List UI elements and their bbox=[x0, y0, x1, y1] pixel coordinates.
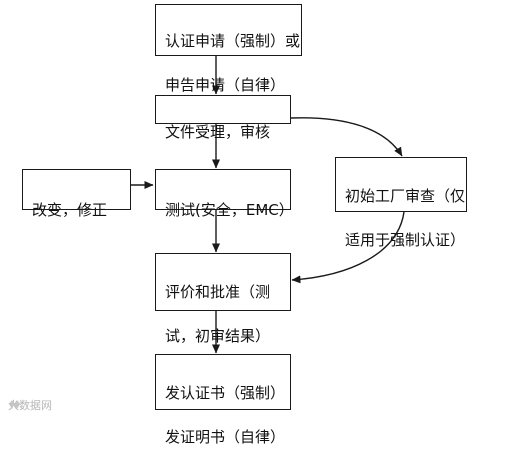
node-factory-inspection-line-2: 适用于强制认证） bbox=[345, 231, 466, 249]
watermark-text: 大数据网 bbox=[8, 399, 52, 412]
node-certificate-issuance-line-1: 发认证书（强制） bbox=[165, 384, 286, 402]
node-factory-inspection-line-1: 初始工厂审查（仅 bbox=[345, 187, 466, 205]
watermark-logo-icon bbox=[9, 400, 20, 409]
arrow-review-to-inspect bbox=[290, 117, 403, 157]
certification-flowchart: 认证申请（强制）或 申告申请（自律） 文件受理，审核 测试(安全，EMC） 改变… bbox=[8, 4, 467, 446]
node-testing-label: 测试(安全，EMC） bbox=[165, 201, 294, 219]
node-evaluation-approval-line-1: 评价和批准（测 bbox=[165, 283, 271, 301]
arrow-inspect-to-evaluate bbox=[291, 211, 405, 284]
node-factory-inspection: 初始工厂审查（仅 适用于强制认证） bbox=[335, 157, 467, 249]
node-document-review-label: 文件受理，审核 bbox=[165, 123, 271, 141]
node-application-line-1: 认证申请（强制）或 bbox=[165, 32, 301, 50]
node-testing: 测试(安全，EMC） bbox=[155, 169, 294, 219]
node-certificate-issuance-line-2: 发证明书（自律） bbox=[165, 428, 286, 446]
flowchart-connectors bbox=[131, 56, 405, 354]
node-document-review: 文件受理，审核 bbox=[155, 95, 291, 141]
node-certificate-issuance: 发认证书（强制） 发证明书（自律） bbox=[155, 354, 291, 446]
watermark: 大数据网 bbox=[8, 399, 52, 413]
node-change-correction-label: 改变，修正 bbox=[32, 201, 108, 219]
node-evaluation-approval: 评价和批准（测 试，初审结果） bbox=[155, 253, 291, 345]
node-application: 认证申请（强制）或 申告申请（自律） bbox=[155, 4, 302, 94]
node-evaluation-approval-line-2: 试，初审结果） bbox=[165, 327, 271, 345]
node-application-line-2: 申告申请（自律） bbox=[165, 76, 286, 94]
node-change-correction: 改变，修正 bbox=[22, 169, 131, 219]
